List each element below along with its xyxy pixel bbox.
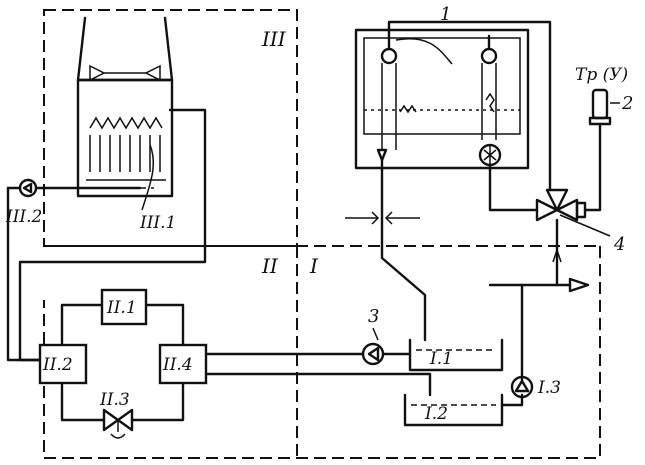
leader-4 [559,214,611,237]
pumps [18,178,534,399]
pipe-III2-line [6,186,42,362]
label-2: 2 [621,93,633,114]
electrode-right-rods [481,63,497,140]
flow-arrow-up [552,247,562,263]
flange-arrows [371,211,393,225]
tower-body [76,78,174,198]
filter-hatch [483,145,497,165]
tower-hood [76,16,174,82]
pump-3-icon [361,342,385,366]
leader-3 [372,327,379,341]
outflow-arrow [568,277,590,293]
pipe-drain [380,158,427,342]
label-4: 4 [613,234,625,255]
label-II4: II.4 [162,355,193,375]
pipe-loop-bottom-left [60,380,106,422]
label-II2: II.2 [42,355,73,375]
pump-III2-icon [18,178,38,198]
block-II1-rect [100,288,148,326]
block-II2-rect [38,343,88,385]
fan-icon [89,64,161,82]
sensor-label: Tp (У) [575,65,628,85]
label-II3: II.3 [99,390,130,410]
label-I1: I.1 [429,349,453,369]
three-way-valve [535,188,611,237]
zone-III-label: III [261,27,287,51]
leader-1 [395,38,453,65]
pipe-pump-I3-to-I2 [500,393,524,407]
tanks [403,338,504,427]
valve-top-wing [545,188,569,212]
heater-coil-right [485,92,495,113]
pipe-sensor-line [583,122,602,212]
tank-I1 [408,338,504,372]
valve-II3-right [116,408,134,432]
cooling-tower [76,16,174,211]
spray-nozzles [89,116,163,130]
pipe-bath-outlet [488,163,539,212]
electrode-right-head [480,47,498,65]
zone-II-label: II [261,254,279,278]
block-II4 [158,343,208,385]
bath-inner [363,37,521,135]
label-1: 1 [440,4,451,25]
pump-3-triangle [367,346,380,362]
labels: III II I 1 2 3 4 Tp (У) II.1 II.2 II.4 I… [5,4,633,424]
pump-I3-icon [510,375,534,399]
electrode-left-rods [381,63,397,150]
electrode-left-head [380,47,398,65]
label-3: 3 [368,306,379,327]
temperature-sensor [588,88,620,126]
label-I3: I.3 [537,378,561,398]
block-II4-rect [158,343,208,385]
bath-outer [354,28,530,170]
tank-I2 [403,393,504,427]
valve-II3-actuator [110,420,126,439]
block-II2 [38,343,88,385]
block-II1 [100,288,148,326]
pipe-bath-top-loop [387,20,552,192]
III1-leader [141,144,155,211]
label-III1: III.1 [139,213,176,233]
valve-II3-left [102,408,120,432]
zone-I-label: I [309,254,319,278]
pump-III2-triangle [22,182,33,194]
pump-I3-triangle [514,379,530,393]
valve-II3 [102,408,134,439]
overflow-funnel [376,148,388,162]
label-II1: II.1 [106,298,137,318]
pipe-loop-bottom-right [130,380,185,422]
pipe-II4-to-I2 [203,372,432,397]
sensor-body [591,88,609,120]
label-III2: III.2 [5,207,42,227]
label-I2: I.2 [424,404,448,424]
heater-coil-left [399,104,417,114]
pipes [6,20,602,422]
fill-packing [89,135,161,172]
plating-bath [354,28,530,170]
